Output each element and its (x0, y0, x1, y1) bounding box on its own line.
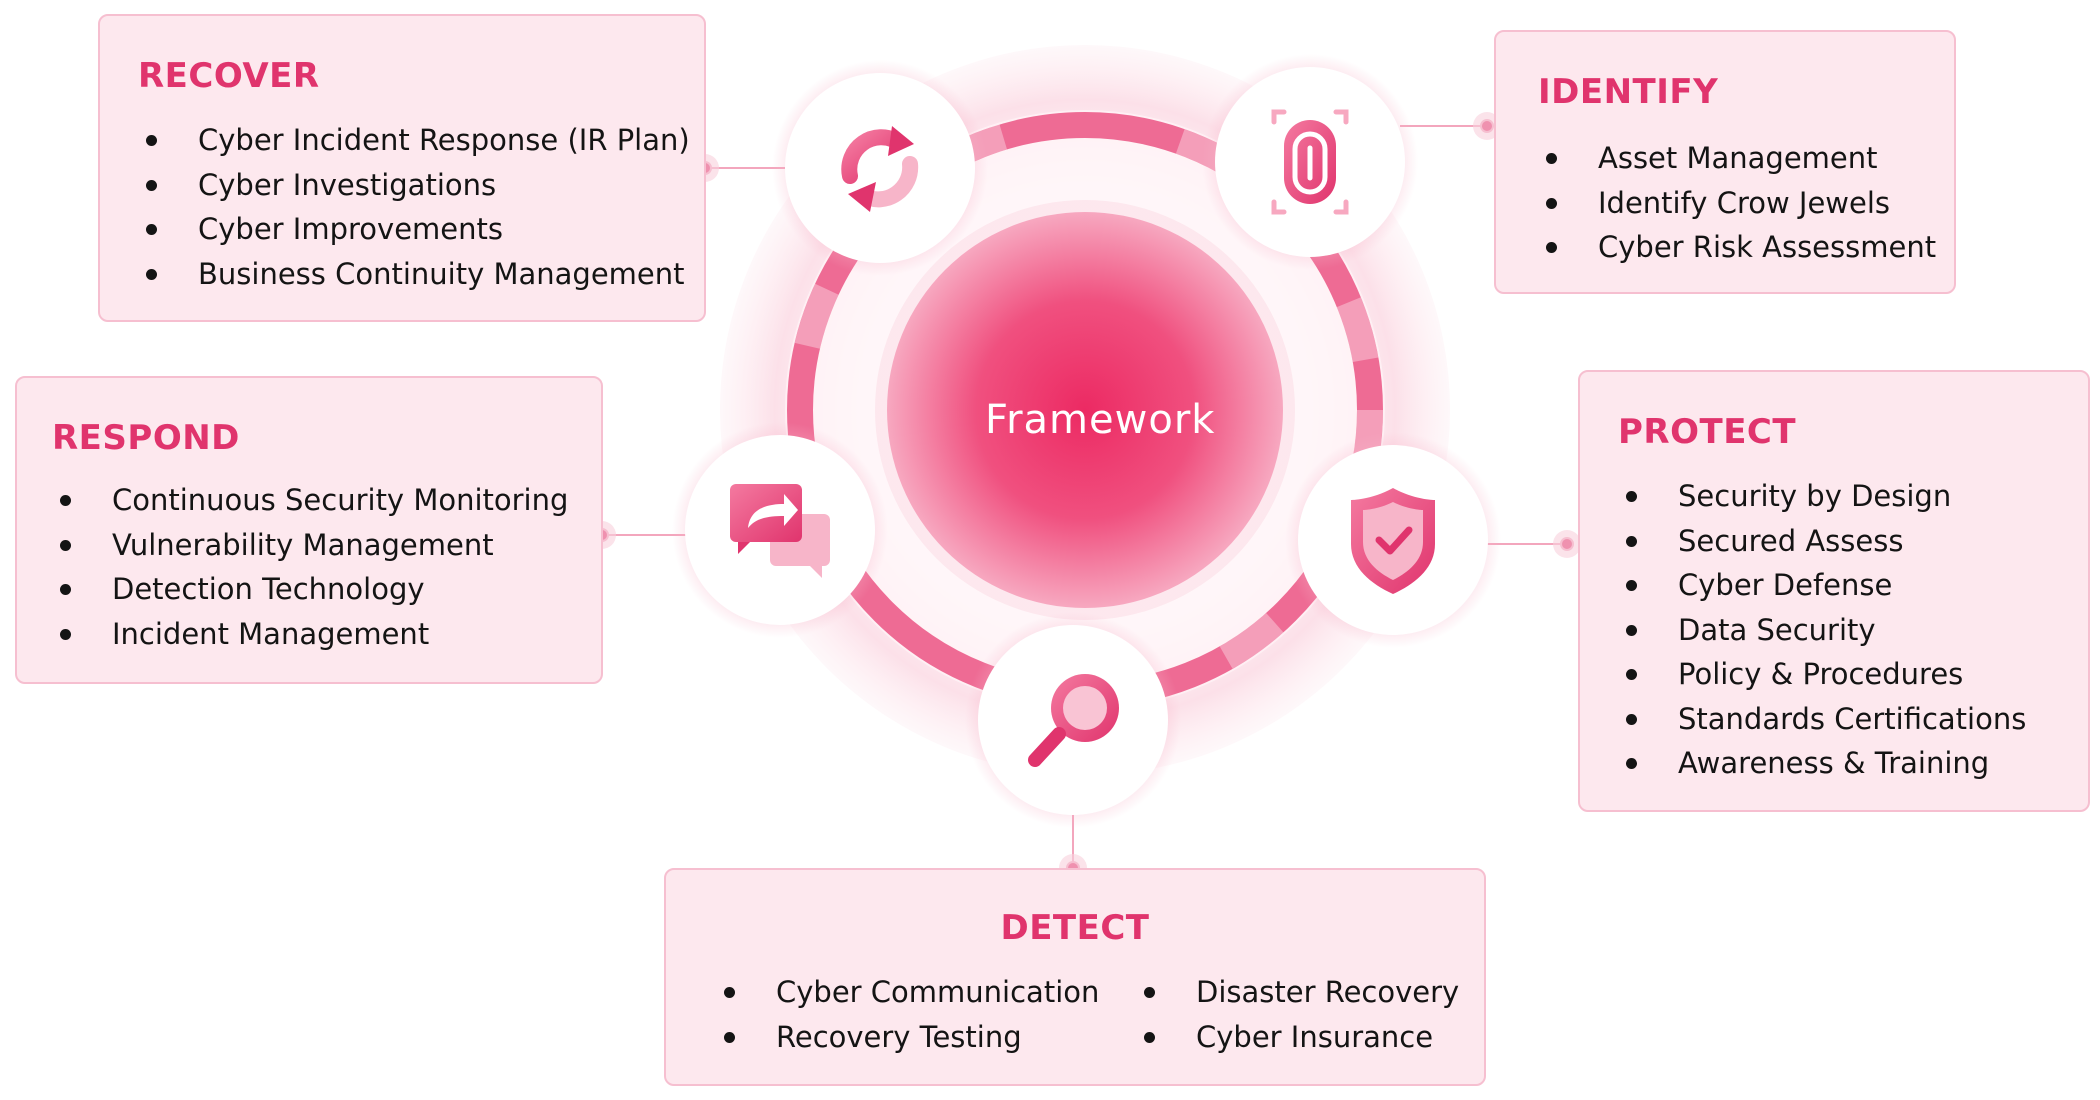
protect-item: Data Security (1618, 608, 2026, 653)
recover-item: Cyber Incident Response (IR Plan) (138, 118, 690, 163)
magnifier-icon (1028, 674, 1119, 767)
identify-list: Asset Management Identify Crow Jewels Cy… (1538, 136, 1936, 270)
protect-card: PROTECT Security by Design Secured Asses… (1578, 370, 2090, 812)
respond-item: Continuous Security Monitoring (52, 478, 568, 523)
respond-item: Detection Technology (52, 567, 568, 612)
sync-arrows-icon (841, 126, 919, 212)
detect-title: DETECT (1000, 908, 1150, 948)
identify-card: IDENTIFY Asset Management Identify Crow … (1494, 30, 1956, 294)
recover-card: RECOVER Cyber Incident Response (IR Plan… (98, 14, 706, 322)
recover-item: Cyber Improvements (138, 207, 690, 252)
respond-title: RESPOND (52, 418, 240, 458)
protect-title: PROTECT (1618, 412, 1797, 452)
protect-item: Cyber Defense (1618, 563, 2026, 608)
protect-item: Policy & Procedures (1618, 652, 2026, 697)
detect-list-right: Disaster Recovery Cyber Insurance (1136, 970, 1459, 1059)
center-circle (887, 212, 1283, 608)
respond-card: RESPOND Continuous Security Monitoring V… (15, 376, 603, 684)
protect-item: Awareness & Training (1618, 741, 2026, 786)
framework-label: Framework (985, 397, 1216, 443)
detect-list-left: Cyber Communication Recovery Testing (716, 970, 1099, 1059)
recover-list: Cyber Incident Response (IR Plan) Cyber … (138, 118, 690, 296)
identify-item: Asset Management (1538, 136, 1936, 181)
detect-item: Disaster Recovery (1136, 970, 1459, 1015)
recover-item: Business Continuity Management (138, 252, 690, 297)
respond-item: Vulnerability Management (52, 523, 568, 568)
node-recover (772, 60, 988, 276)
detect-item: Cyber Insurance (1136, 1015, 1459, 1060)
recover-item: Cyber Investigations (138, 163, 690, 208)
protect-item: Security by Design (1618, 474, 2026, 519)
detect-item: Recovery Testing (716, 1015, 1099, 1060)
protect-item: Secured Assess (1618, 519, 2026, 564)
protect-item: Standards Certifications (1618, 697, 2026, 742)
shield-check-icon (1351, 488, 1435, 594)
detect-item: Cyber Communication (716, 970, 1099, 1015)
respond-list: Continuous Security Monitoring Vulnerabi… (52, 478, 568, 656)
fingerprint-icon (1271, 109, 1349, 215)
ring-highlight (787, 112, 1383, 708)
identify-item: Identify Crow Jewels (1538, 181, 1936, 226)
detect-card: DETECT Cyber Communication Recovery Test… (664, 868, 1486, 1086)
identify-item: Cyber Risk Assessment (1538, 225, 1936, 270)
protect-list: Security by Design Secured Assess Cyber … (1618, 474, 2026, 786)
chat-share-icon (730, 484, 830, 578)
respond-item: Incident Management (52, 612, 568, 657)
identify-title: IDENTIFY (1538, 72, 1719, 112)
recover-title: RECOVER (138, 56, 320, 96)
